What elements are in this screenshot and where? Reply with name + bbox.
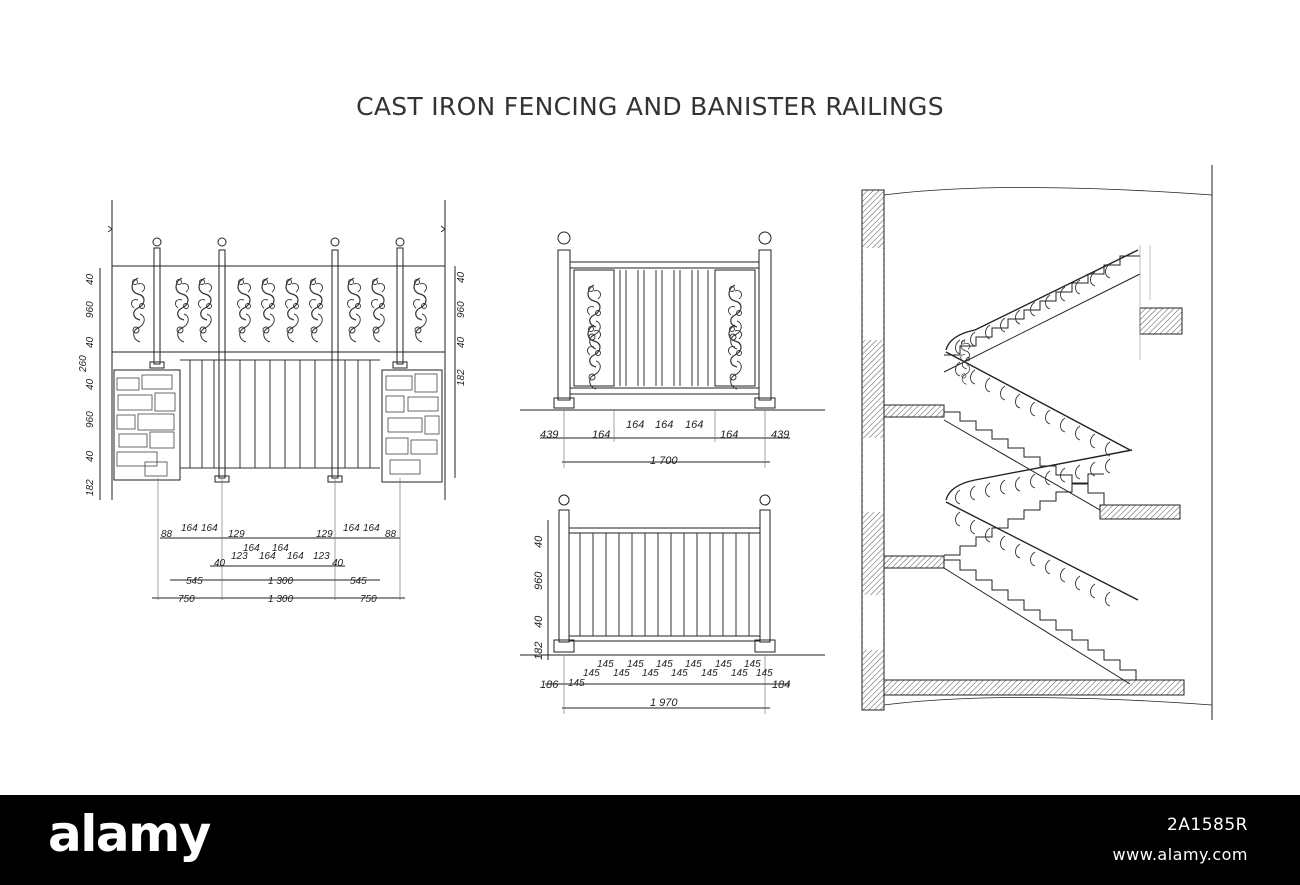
fence-row1-5: 129 <box>316 529 333 540</box>
fence-vdim-left-4: 260 <box>78 355 89 373</box>
railing-b-top-3: 145 <box>656 659 673 670</box>
fence-vdim-left-6: 960 <box>85 411 96 428</box>
fence-row2-extra-2: 40 <box>332 558 344 569</box>
railing-b-top-6: 145 <box>583 668 600 679</box>
railing-b-dimensions: 40 960 40 182 145 145 145 145 145 145 14… <box>533 535 790 709</box>
railing-b-elevation <box>520 494 825 714</box>
stock-id: 2A1585R <box>1166 815 1248 835</box>
railing-b-vdim-2: 960 <box>533 571 545 590</box>
technical-drawing: 40 960 40 260 40 960 40 182 40 960 40 18… <box>78 165 1213 720</box>
fence-row4-2: 1 300 <box>268 594 293 605</box>
fence-row2-2: 164 <box>243 543 260 554</box>
fence-row1-3: 164 <box>201 523 218 534</box>
railing-b-bottom-2: 145 <box>671 668 688 679</box>
alamy-logo: alamy <box>48 805 211 863</box>
railing-a-main-1: 439 <box>540 429 558 441</box>
railing-a-main-4: 439 <box>771 429 789 441</box>
fence-row2-5: 164 <box>287 551 304 562</box>
railing-b-vdim-4: 182 <box>533 642 545 660</box>
railing-a-total: 1 700 <box>650 455 678 467</box>
fence-row2-extra-1: 40 <box>214 558 226 569</box>
railing-b-total: 1 970 <box>650 697 678 709</box>
footer-bar: alamy 2A1585R www.alamy.com <box>0 795 1300 885</box>
railing-b-top-7: 145 <box>613 668 630 679</box>
fence-row1-8: 88 <box>385 529 397 540</box>
fence-row2-4: 164 <box>272 543 289 554</box>
fence-vdim-right-3: 40 <box>456 336 467 348</box>
fence-row4-3: 750 <box>360 594 377 605</box>
fence-row3-3: 545 <box>350 576 367 587</box>
fence-vdim-left-1: 40 <box>85 273 96 285</box>
fence-row1-6: 164 <box>343 523 360 534</box>
fence-row1-7: 164 <box>363 523 380 534</box>
railing-a-elevation <box>520 231 825 468</box>
railing-a-main-2: 164 <box>592 429 610 441</box>
fence-row3-1: 545 <box>186 576 203 587</box>
fence-row2-1: 123 <box>231 551 248 562</box>
fence-vdim-right-1: 40 <box>456 271 467 283</box>
fence-vdim-left-8: 182 <box>85 479 96 496</box>
site-url: www.alamy.com <box>1112 845 1248 864</box>
fence-row1-4: 129 <box>228 529 245 540</box>
fence-dimensions: 40 960 40 260 40 960 40 182 40 960 40 18… <box>78 271 467 605</box>
railing-b-bottom-1: 145 <box>642 668 659 679</box>
railing-b-top-5: 145 <box>715 659 732 670</box>
railing-b-top-4: 145 <box>685 659 702 670</box>
railing-b-bottom-5: 145 <box>568 678 585 689</box>
railing-b-vdim-3: 40 <box>533 615 545 628</box>
fence-vdim-left-3: 40 <box>85 336 96 348</box>
railing-b-end-left: 186 <box>540 679 559 691</box>
fence-vdim-right-4: 182 <box>456 369 467 386</box>
railing-a-top-3: 164 <box>685 419 703 431</box>
railing-a-main-3: 164 <box>720 429 738 441</box>
page-title: CAST IRON FENCING AND BANISTER RAILINGS <box>356 92 944 121</box>
railing-a-top-2: 164 <box>655 419 673 431</box>
railing-b-top-2: 145 <box>627 659 644 670</box>
fence-row1-2: 164 <box>181 523 198 534</box>
railing-b-bottom-7: 145 <box>756 668 773 679</box>
railing-b-vdim-1: 40 <box>533 535 545 548</box>
fence-row2-3: 164 <box>259 551 276 562</box>
fence-row4-1: 750 <box>178 594 195 605</box>
railing-a-top-1: 164 <box>626 419 644 431</box>
fence-row3-2: 1 300 <box>268 576 293 587</box>
fence-vdim-left-5: 40 <box>85 378 96 390</box>
railing-b-bottom-4: 145 <box>731 668 748 679</box>
railing-b-bottom-6: 145 <box>744 659 761 670</box>
railing-a-dimensions: 164 164 164 439 164 164 439 1 700 <box>540 419 789 467</box>
fence-row2-6: 123 <box>313 551 330 562</box>
fence-vdim-left-2: 960 <box>85 301 96 318</box>
staircase-section <box>861 165 1213 720</box>
fence-row1-1: 88 <box>161 529 173 540</box>
railing-b-end-right: 184 <box>772 679 790 691</box>
railing-b-bottom-3: 145 <box>701 668 718 679</box>
railing-b-top-1: 145 <box>597 659 614 670</box>
fence-vdim-right-2: 960 <box>456 301 467 318</box>
fence-vdim-left-7: 40 <box>85 450 96 462</box>
fence-elevation <box>99 200 456 600</box>
